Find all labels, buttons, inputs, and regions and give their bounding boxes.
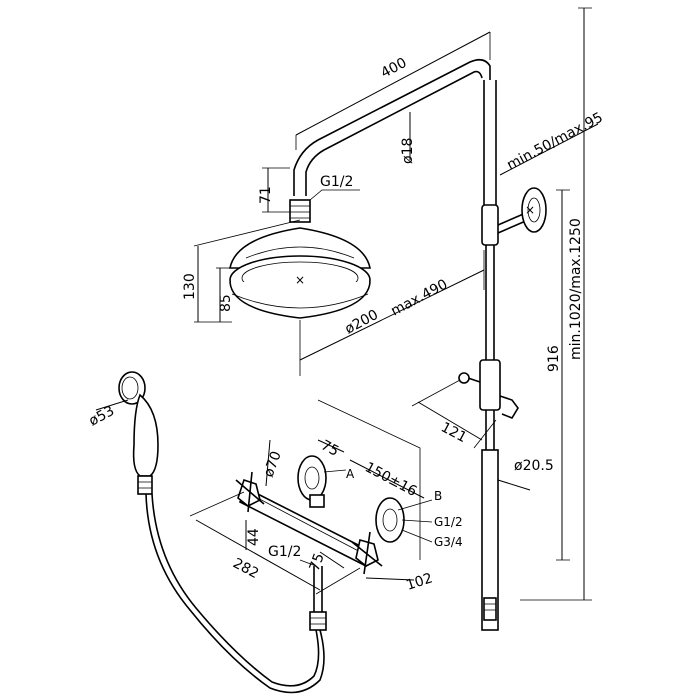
outlet-thread-label: G1/2: [268, 544, 301, 560]
head-rim-height-label: 85: [218, 294, 234, 312]
shower-head: ×: [229, 199, 371, 319]
head-reach-label: max.490: [388, 276, 450, 319]
handshower-diameter-label: ø53: [86, 403, 117, 430]
outlet-spacing-label: 75: [318, 437, 341, 459]
head-thread-label: G1/2: [320, 174, 353, 190]
escutcheon-diameter-label: ø70: [261, 449, 285, 479]
slider-offset-label: 121: [438, 419, 469, 446]
inlet-spacing-label: 150±16: [362, 459, 419, 500]
arm-diameter-label: ø18: [400, 138, 416, 164]
head-height-label: 130: [182, 273, 198, 300]
dimension-labels: 400 ø18 min.50/max.95 71 G1/2 130 85 ø20…: [86, 55, 605, 594]
lower-inlet-spacing-label: 75: [307, 551, 328, 573]
inlet-thread-b-label: G3/4: [434, 535, 463, 549]
wall-bracket: ×: [497, 187, 547, 234]
dimension-lines: [95, 7, 599, 601]
callout-b: B: [434, 489, 442, 503]
shower-arm: [293, 58, 491, 196]
callout-a: A: [346, 467, 355, 481]
head-diameter-label: ø200: [342, 307, 381, 338]
column-height-label: min.1020/max.1250: [568, 218, 584, 360]
slider-hook: [458, 372, 519, 419]
hand-shower: [118, 371, 325, 694]
wall-distance-label: min.50/max.95: [504, 110, 605, 174]
shower-column: [479, 80, 501, 631]
valve-height-label: 916: [546, 345, 562, 372]
mixer-width-label: 282: [230, 555, 261, 582]
head-center-mark: ×: [295, 273, 305, 287]
mixer-depth-label: 102: [404, 570, 434, 593]
thermostatic-mixer: [235, 399, 421, 631]
valve-depth-label: 44: [246, 528, 262, 546]
head-drop-label: 71: [258, 186, 274, 204]
svg-text:×: ×: [525, 203, 535, 217]
inlet-thread-a-label: G1/2: [434, 515, 463, 529]
column-diameter-label: ø20.5: [514, 458, 554, 474]
